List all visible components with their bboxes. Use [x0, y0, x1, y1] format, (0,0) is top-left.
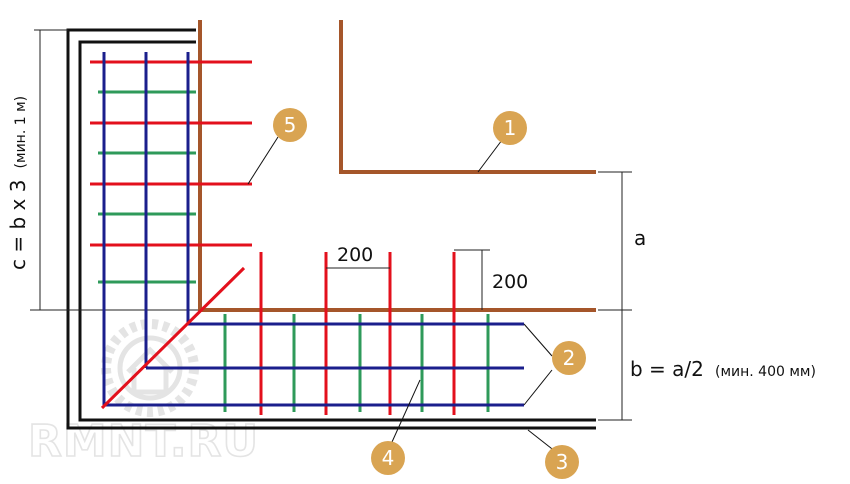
spacing-h-label: 200: [337, 244, 373, 266]
watermark-text: RMNT.RU: [28, 416, 259, 467]
marker-5: 5: [273, 108, 307, 142]
dimension-b-label: b = a/2 (мин. 400 мм): [630, 357, 816, 381]
dimension-c-label: c = b x 3 (мин. 1 м): [6, 96, 30, 270]
svg-text:3: 3: [556, 450, 569, 474]
svg-text:2: 2: [563, 346, 576, 370]
marker-1: 1: [493, 111, 527, 145]
svg-text:1: 1: [504, 116, 517, 140]
marker-2: 2: [552, 341, 586, 375]
marker-3: 3: [545, 445, 579, 479]
b-main-text: b = a/2: [630, 357, 704, 381]
formwork-outline: [66, 28, 596, 430]
dimension-ab: [598, 171, 632, 421]
leader-lines: [247, 136, 557, 453]
marker-4: 4: [371, 441, 405, 475]
corner-diagonal-bar: [100, 266, 246, 410]
wall-lines: [198, 20, 596, 312]
watermark: RMNT.RU: [27, 319, 259, 468]
horizontal-wing-blue-rebars: [104, 322, 524, 407]
b-note-text: (мин. 400 мм): [715, 364, 816, 380]
dimension-c: [30, 29, 210, 311]
c-main-text: c = b x 3: [6, 180, 30, 270]
dimension-a-label: a: [634, 226, 646, 250]
spacing-v-label: 200: [492, 271, 528, 293]
svg-text:5: 5: [284, 113, 297, 137]
horizontal-wing-red-bars: [259, 252, 456, 415]
c-note-text: (мин. 1 м): [13, 96, 29, 169]
horizontal-wing-green-clamps: [223, 314, 490, 412]
spacing-dimension-vertical: [454, 249, 490, 310]
svg-text:4: 4: [382, 446, 395, 470]
vertical-wing-red-bars: [90, 60, 252, 247]
vertical-wing-blue-rebars: [102, 52, 190, 405]
